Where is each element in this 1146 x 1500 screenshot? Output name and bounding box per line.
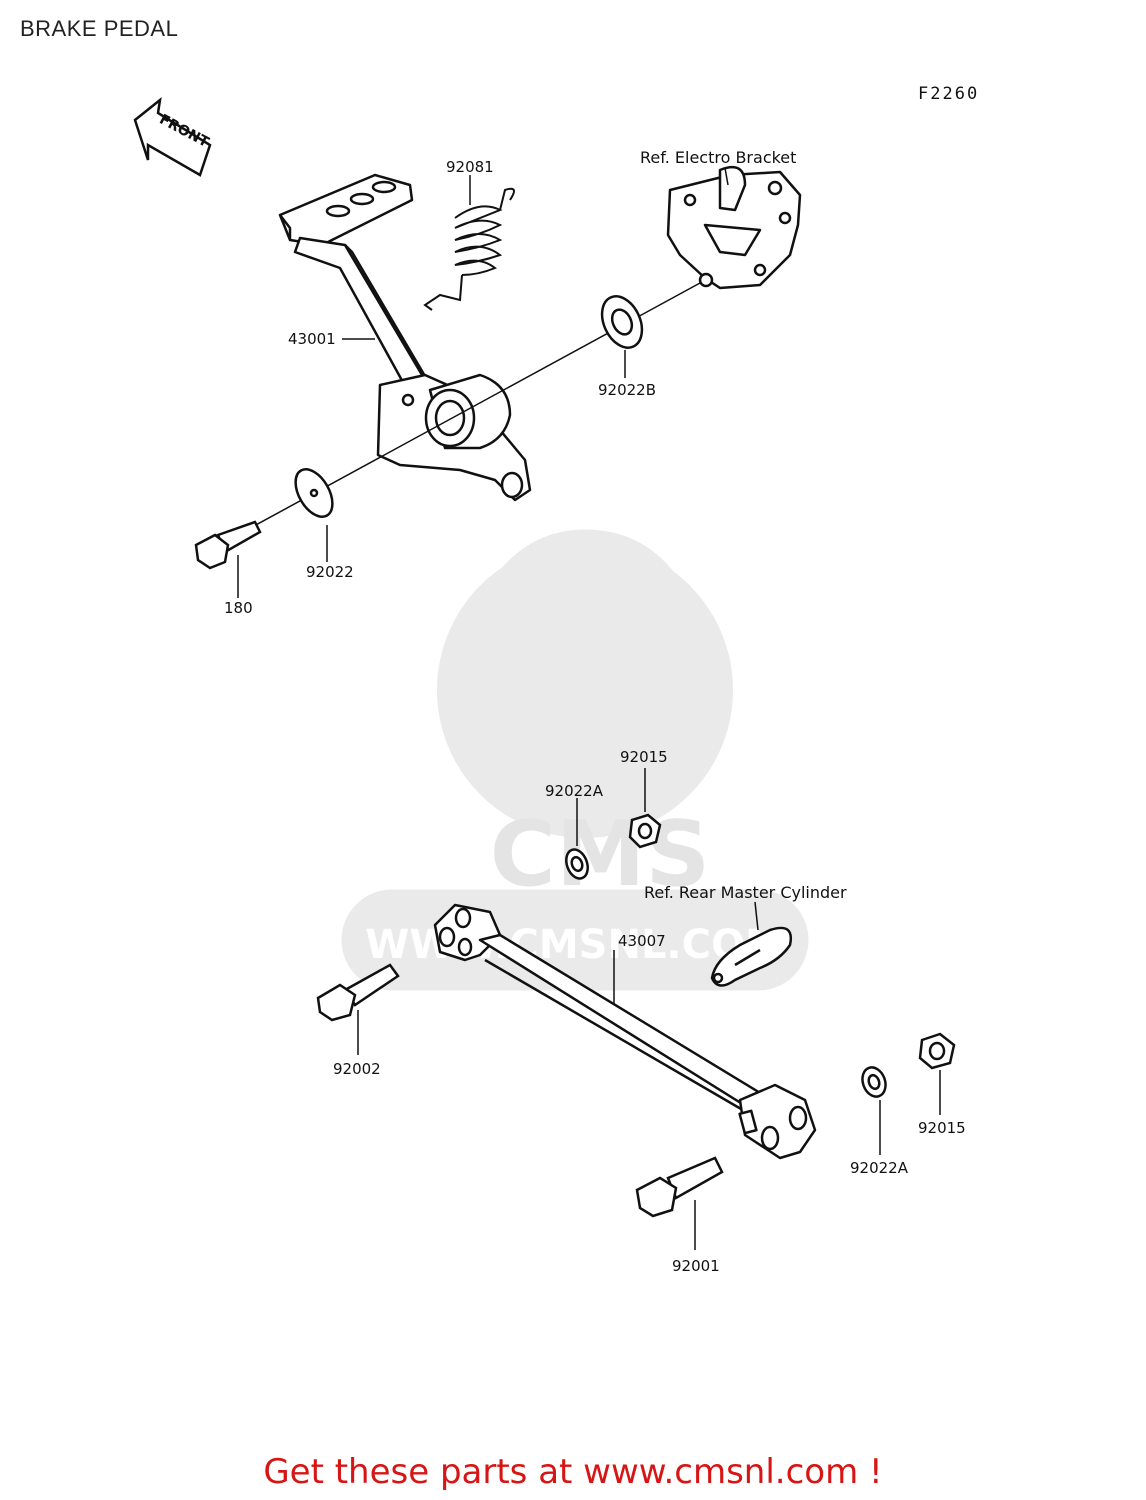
- part-label-bolt-pedal: 180: [224, 599, 253, 617]
- part-label-rod: 43007: [618, 932, 666, 950]
- part-label-spring: 92081: [446, 158, 494, 176]
- leader-lines-upper: [237, 167, 729, 598]
- part-label-washer-a-right: 92022A: [850, 1159, 908, 1177]
- brake-rod-part: [433, 903, 817, 1160]
- nut-92015-right-part: [918, 1032, 956, 1070]
- washer-92022b-part: [600, 295, 644, 349]
- return-spring-part: [423, 187, 515, 311]
- part-label-bolt-rod-bottom: 92001: [672, 1257, 720, 1275]
- master-cylinder-clevis-part: [710, 926, 793, 987]
- leader-lines-lower: [357, 768, 941, 1250]
- front-arrow-icon: FRONT: [133, 97, 212, 177]
- electro-bracket-part: [666, 165, 802, 290]
- watermark-cms-text: CMS: [490, 802, 710, 907]
- nut-92015-top-part: [628, 813, 662, 849]
- bolt-92001-part: [635, 1156, 724, 1218]
- part-label-nut-top: 92015: [620, 748, 668, 766]
- bolt-180-part: [194, 520, 262, 570]
- washer-92022a-top-part: [565, 848, 589, 880]
- watermark-logo: CMS WWW.CMSNL.COM: [341, 529, 809, 991]
- figure-code: F2260: [918, 84, 980, 104]
- washer-92022a-right-part: [861, 1066, 887, 1098]
- part-label-nut-right: 92015: [918, 1119, 966, 1137]
- cmsnl-promo-link[interactable]: Get these parts at www.cmsnl.com !: [263, 1452, 883, 1492]
- part-label-pedal: 43001: [288, 330, 336, 348]
- bolt-92002-part: [316, 963, 400, 1022]
- part-label-washer: 92022: [306, 563, 354, 581]
- washer-92022-part: [294, 468, 334, 518]
- brake-pedal-part: [278, 173, 532, 502]
- ref-label-electro-bracket: Ref. Electro Bracket: [640, 148, 797, 167]
- part-label-bolt-rod-left: 92002: [333, 1060, 381, 1078]
- part-label-washer-b: 92022B: [598, 381, 657, 399]
- page-title: BRAKE PEDAL: [20, 16, 179, 41]
- ref-label-rear-master-cylinder: Ref. Rear Master Cylinder: [644, 883, 847, 902]
- part-label-washer-a-top: 92022A: [545, 782, 603, 800]
